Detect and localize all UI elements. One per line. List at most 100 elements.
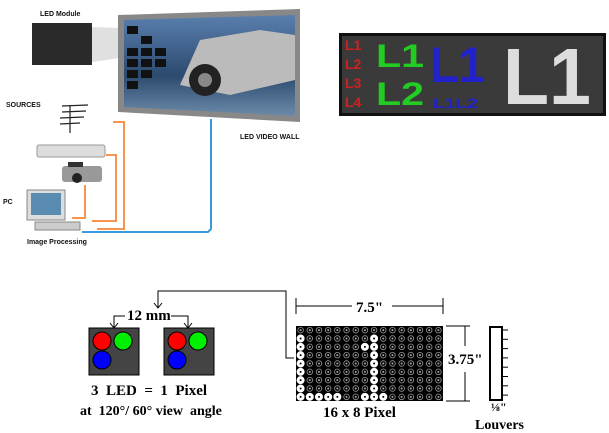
led-pixel — [407, 351, 415, 359]
spacing-label: 12 mm — [127, 308, 171, 324]
led-pixel-center — [428, 329, 431, 332]
green-line-1: L1 — [376, 38, 424, 74]
led-pixel — [416, 335, 424, 342]
led-pixel-center — [437, 345, 440, 348]
led-pixel-center — [437, 337, 440, 340]
led-pixel — [352, 393, 359, 401]
arrow-head — [153, 302, 163, 309]
led-pixel-center — [317, 345, 320, 348]
led-pixel-center — [363, 395, 366, 398]
white-big-text: L1 — [503, 32, 591, 121]
led-pixel-center — [363, 387, 366, 390]
led-pixel-center — [299, 362, 302, 365]
led-pixel-center — [437, 329, 440, 332]
led-pixel — [435, 351, 442, 359]
video-cable — [82, 119, 212, 233]
led-pixel-center — [419, 345, 422, 348]
led-pixel-center — [363, 345, 366, 348]
led-pixel-center — [409, 329, 412, 332]
led-pixel — [389, 376, 396, 384]
led-pixel — [426, 326, 433, 334]
led-pixel-center — [308, 387, 311, 390]
led-pixel — [343, 360, 350, 367]
led-pixel-center — [437, 387, 440, 390]
led-pixel — [306, 368, 313, 376]
led-pixel — [380, 385, 387, 392]
led-pixel-center — [345, 387, 348, 390]
led-pixel-center — [428, 362, 431, 365]
led-pixel — [398, 376, 405, 384]
led-pixel-center — [308, 370, 311, 373]
led-pixel — [416, 360, 424, 367]
led-pixel-center — [308, 329, 311, 332]
led-pixel — [361, 385, 369, 392]
led-pixel-center — [382, 379, 385, 382]
led-pixel-center — [345, 329, 348, 332]
led-pixel — [398, 385, 405, 392]
led-pixel-center — [437, 370, 440, 373]
led-pixel-center — [419, 387, 422, 390]
camcorder-icon — [62, 162, 102, 183]
led-pixel — [416, 326, 424, 334]
led-pixel-center — [354, 370, 357, 373]
led-pixel-center — [336, 345, 339, 348]
led-pixel-center — [373, 387, 376, 390]
led-pixel-center — [409, 337, 412, 340]
receiver-device — [36, 144, 106, 158]
image-processing-label: Image Processing — [27, 239, 87, 246]
led-pixel — [407, 393, 415, 401]
led-pixel — [315, 385, 323, 392]
led-pixel — [380, 360, 387, 367]
led-pixel-center — [336, 387, 339, 390]
led-pixel — [435, 393, 442, 401]
led-pixel — [380, 351, 387, 359]
led-pixel — [389, 393, 396, 401]
led-pixel — [306, 351, 313, 359]
suv-image — [180, 30, 295, 96]
led-pixel — [324, 326, 332, 334]
led-pixel-center — [299, 345, 302, 348]
led-pixel-center — [354, 329, 357, 332]
led-pixel — [324, 385, 332, 392]
led-pixel-center — [354, 362, 357, 365]
led-pixel-center — [428, 395, 431, 398]
led-pixel — [334, 343, 341, 351]
led-pixel — [297, 326, 304, 334]
led-pixel — [398, 368, 405, 376]
led-pixel-center — [391, 387, 394, 390]
led-pixel-center — [400, 379, 403, 382]
blue-big-text: L1 — [430, 37, 485, 93]
led-pixel — [343, 335, 350, 342]
led-pixel-center — [419, 354, 422, 357]
led-pixel-center — [308, 345, 311, 348]
led-pixel — [352, 335, 359, 342]
led-pixel-center — [336, 329, 339, 332]
led-pixel-center — [391, 337, 394, 340]
led-pixel-center — [391, 395, 394, 398]
led-pixel-center — [327, 345, 330, 348]
green-led — [188, 331, 208, 351]
led-pixel — [306, 326, 313, 334]
led-pixel — [352, 376, 359, 384]
zoom-projection — [92, 27, 120, 62]
led-pixel-center — [299, 370, 302, 373]
red-line-1: L1 — [345, 37, 362, 53]
width-dimension — [295, 298, 444, 314]
led-pixel-center — [345, 379, 348, 382]
led-pixel-center — [409, 370, 412, 373]
led-pixel — [435, 368, 442, 376]
led-pixel-center — [382, 362, 385, 365]
led-pixel-center — [345, 362, 348, 365]
led-pixel — [324, 360, 332, 367]
led-pixel-center — [308, 362, 311, 365]
led-pixel-center — [419, 370, 422, 373]
green-led — [113, 331, 133, 351]
led-pixel — [426, 335, 433, 342]
led-pixel — [315, 326, 323, 334]
led-pixel — [343, 351, 350, 359]
led-pixel — [306, 385, 313, 392]
led-pixel — [361, 351, 369, 359]
led-pixel-center — [336, 370, 339, 373]
led-pixel-center — [317, 387, 320, 390]
